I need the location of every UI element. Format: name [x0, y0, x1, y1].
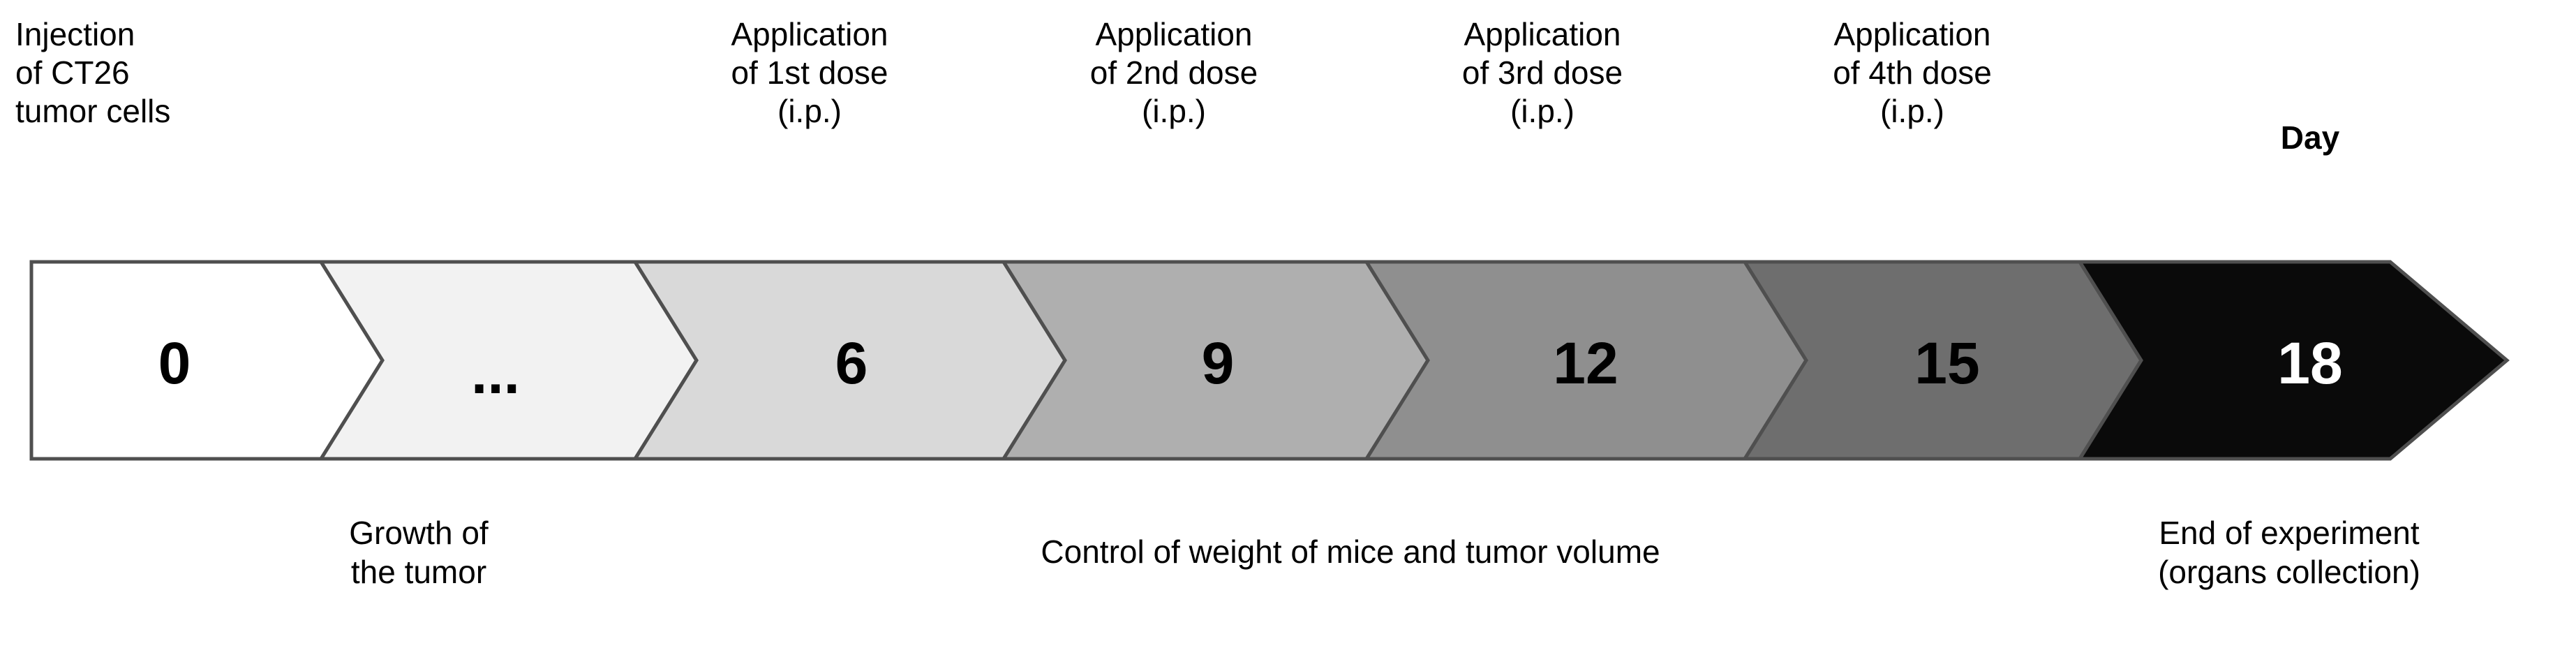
timeline-segment-day-6[interactable]: 6 [632, 260, 1067, 461]
timeline-segment-day-15[interactable]: 15 [1741, 260, 2143, 461]
top-label-dose-4: Application of 4th dose (i.p.) [1833, 16, 1992, 130]
segment-label-day-15: 15 [1914, 330, 1979, 396]
timeline-segment-day-18[interactable]: 18 [2076, 260, 2510, 461]
segment-label-day-0: 0 [158, 330, 191, 396]
segment-label-day-12: 12 [1553, 330, 1618, 396]
top-label-injection: Injection of CT26 tumor cells [15, 16, 171, 130]
segment-label-day-gap: ... [471, 340, 520, 406]
top-label-dose-1: Application of 1st dose (i.p.) [731, 16, 888, 130]
segment-label-day-18: 18 [2277, 330, 2342, 396]
timeline-segment-day-12[interactable]: 12 [1363, 260, 1808, 461]
bottom-label-tumor-growth: Growth of the tumor [349, 515, 489, 591]
bottom-label-experiment-end: End of experiment (organs collection) [2158, 515, 2420, 591]
timeline-segment-day-9[interactable]: 9 [1000, 260, 1430, 461]
segment-shape-day-18[interactable] [2076, 260, 2510, 461]
bottom-label-monitoring: Control of weight of mice and tumor volu… [1041, 534, 1660, 570]
segment-shape-day-0[interactable] [29, 260, 385, 461]
timeline-segments: 0... 6 9 12 15 18 [29, 260, 2510, 461]
timeline-segment-day-0[interactable]: 0 [29, 260, 385, 461]
day-axis-label: Day [2280, 119, 2340, 156]
segment-label-day-6: 6 [835, 330, 868, 396]
top-label-dose-2: Application of 2nd dose (i.p.) [1089, 16, 1258, 130]
segment-label-day-9: 9 [1202, 330, 1235, 396]
top-label-dose-3: Application of 3rd dose (i.p.) [1461, 16, 1623, 130]
